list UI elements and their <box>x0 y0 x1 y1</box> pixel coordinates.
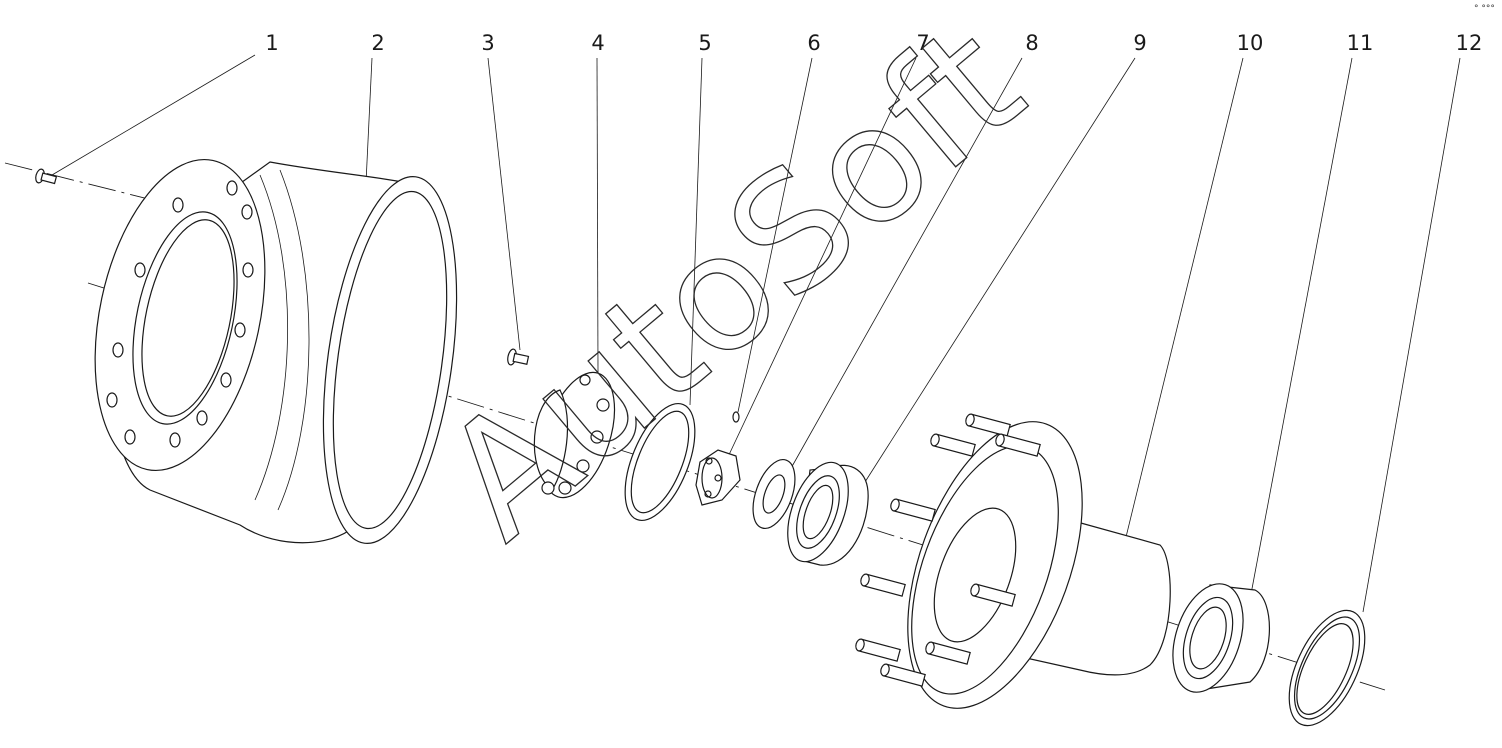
gasket-icon <box>624 402 696 522</box>
callout-10: 10 <box>1236 31 1264 55</box>
callout-7: 7 <box>916 31 930 55</box>
leader-lines <box>51 54 1461 613</box>
castle-nut-icon <box>695 449 741 506</box>
bolt-icon <box>507 348 530 366</box>
brake-drum-icon <box>94 158 458 545</box>
callout-2: 2 <box>371 31 385 55</box>
callout-1: 1 <box>265 31 279 55</box>
callout-5: 5 <box>698 31 712 55</box>
callout-4: 4 <box>591 31 605 55</box>
callout-12: 12 <box>1455 31 1483 55</box>
drum-bolt-holes <box>106 180 254 448</box>
outer-bearing-icon <box>787 461 869 566</box>
hub-cap-icon <box>533 371 616 499</box>
oil-seal-icon <box>1288 609 1366 727</box>
callout-6: 6 <box>807 31 821 55</box>
callout-11: 11 <box>1346 31 1374 55</box>
callout-8: 8 <box>1025 31 1039 55</box>
wheel-studs <box>855 413 1041 687</box>
callout-9: 9 <box>1133 31 1147 55</box>
wheel-hub-icon <box>855 413 1171 709</box>
callout-3: 3 <box>481 31 495 55</box>
lock-pin-icon <box>732 411 740 423</box>
inner-bearing-icon <box>1172 583 1271 693</box>
small-screw-icon <box>35 168 58 185</box>
washer-icon <box>752 459 796 529</box>
corner-mark: ° °°° <box>1474 4 1495 14</box>
